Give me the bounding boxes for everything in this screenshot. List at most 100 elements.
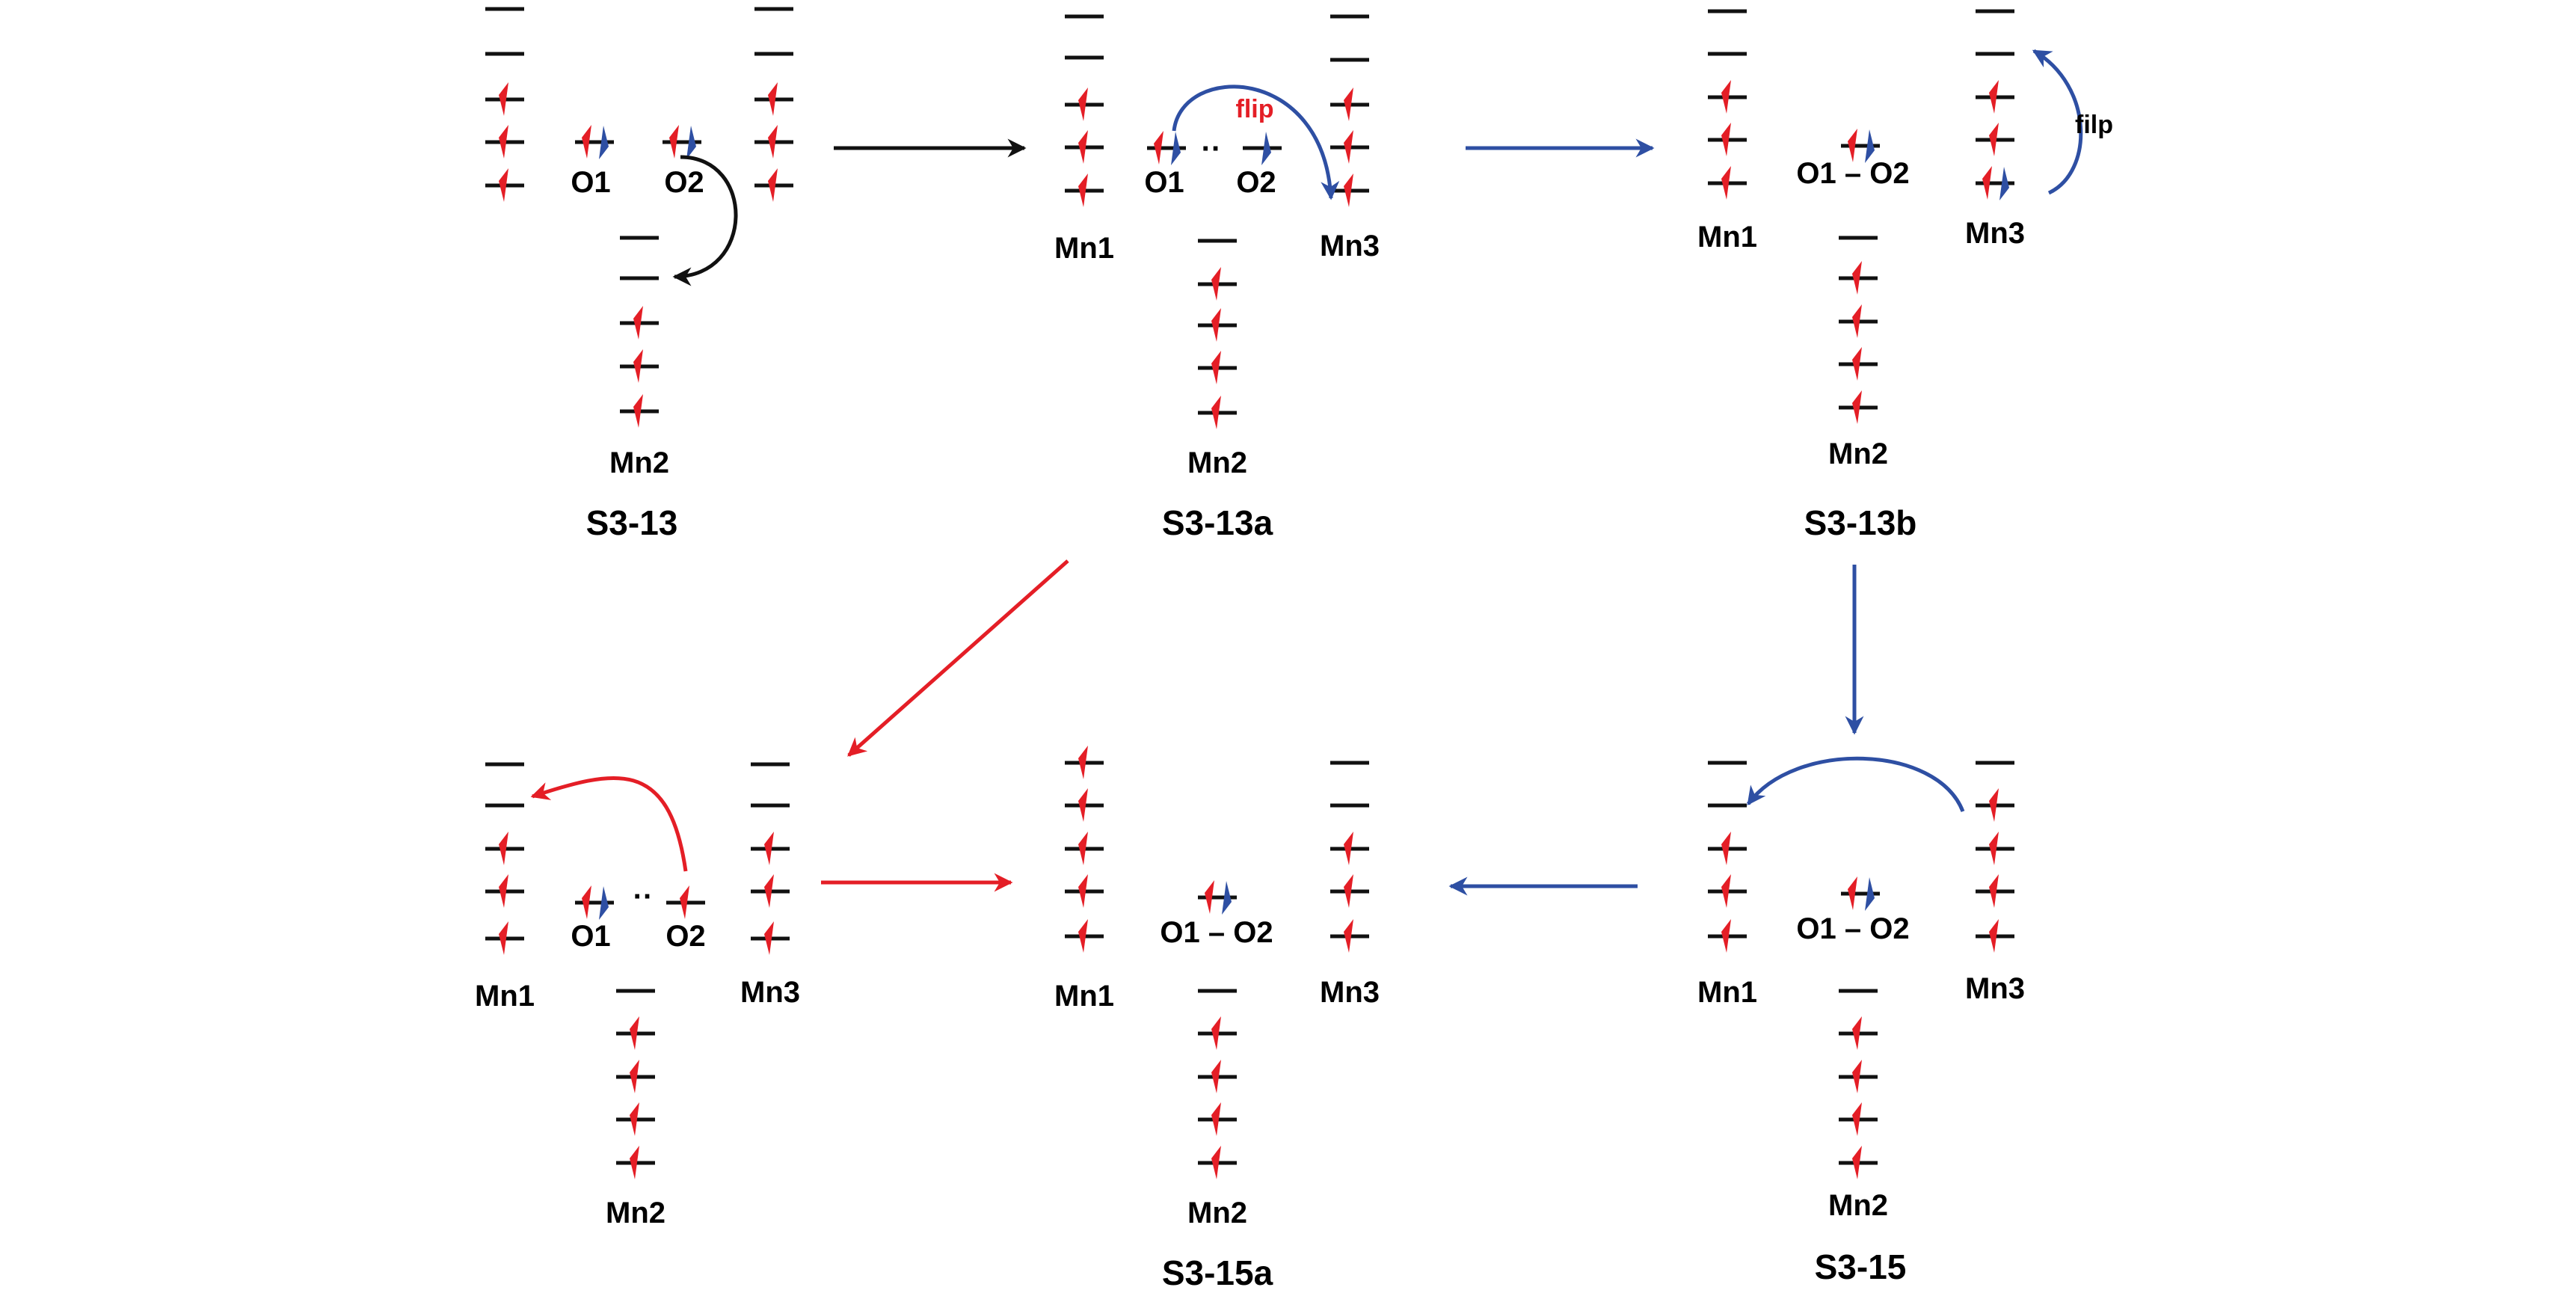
mn3-label: Mn3 [1320,976,1380,1009]
s3-15a-mn3-spin-up [1344,919,1353,953]
mid-mn1-spin-up [499,832,508,865]
s3-13b-mn2-spin-up [1852,390,1862,424]
s3-15a-mn1-spin-up [1078,919,1088,953]
o1-o2-bond-label: O1 – O2 [1796,912,1909,945]
s3-13-mn3-spin-up [768,125,778,159]
state-title: S3-13b [1804,503,1917,542]
mid-mn1-spin-up [499,874,508,908]
s3-13-mn1-spin-up [499,125,508,159]
s3-15a-mn1-spin-up [1078,746,1088,779]
mn2-label: Mn2 [609,446,669,479]
arrow-s3-13a-to-lower-left [847,559,1069,757]
electron-transfer-arrows [530,49,2083,872]
s3-15a-mn3-spin-up [1344,874,1353,908]
state-s3-13: O1 O2 Mn2 S3-13 [571,166,704,542]
s3-13a-o2-spin-down [1261,132,1271,165]
s3-15-o1o2-spin-up [1848,876,1857,910]
s3-15-mn2-spin-up [1852,1102,1862,1136]
s3-15a-o1o2-spin-down [1222,881,1232,915]
curved-arrow-flip-o2-to-mn3 [1172,85,1340,200]
s3-13-o2-spin-down [686,126,696,159]
s3-13a-mn1-spin-up [1078,174,1088,207]
state-title: S3-15a [1162,1253,1273,1292]
o1-label: O1 [571,166,610,199]
s3-15-mn3-spin-up [1989,832,1999,865]
reaction-arrows [821,138,1864,896]
mid-o1-spin-down [599,886,609,920]
mn1-label: Mn1 [1697,976,1757,1009]
flip-label: flip [1236,95,1274,123]
curved-arrow-mn3-to-mn1 [1746,756,1965,812]
mn3-label: Mn3 [1965,972,2025,1005]
s3-13b-mn3-spin-up [1989,123,1999,156]
s3-13-o1-spin-up [582,125,591,159]
s3-13-mn3-spin-up [768,82,778,116]
mn2-label: Mn2 [1828,1189,1888,1222]
mn2-label: Mn2 [1828,437,1888,470]
radical-dots-s3-13a: ·· [1202,132,1222,165]
mn3-label: Mn3 [1320,230,1380,262]
mn2-label: Mn2 [1187,1197,1247,1229]
o2-label: O2 [664,166,704,199]
s3-15-mn3-spin-up [1989,788,1999,822]
s3-13b-mn2-spin-up [1852,304,1862,338]
s3-15-mn1-spin-up [1721,919,1731,953]
s3-15a-mn1-spin-up [1078,832,1088,865]
mid-mn3-spin-up [764,832,774,865]
electron-spins [499,80,2009,1179]
radical-dots: ·· ·· [633,132,1222,913]
s3-13-o2-spin-up [669,125,679,159]
s3-13-mn2-spin-up [633,349,643,383]
state-s3-13a: O1 O2 Mn1 Mn3 Mn2 S3-13a [1054,166,1380,542]
s3-13b-mn1-spin-up [1721,80,1731,114]
s3-13b-mn3-spin-up [1989,80,1999,114]
mn3-label: Mn3 [740,976,800,1009]
s3-13b-o1o2-spin-up [1848,129,1857,162]
s3-15a-mn1-spin-up [1078,788,1088,822]
mid-mn1-spin-up [499,921,508,955]
s3-13a-mn2-spin-up [1211,308,1221,342]
o2-label: O2 [1236,166,1276,199]
s3-13b-mn2-spin-up [1852,261,1862,295]
s3-15-mn2-spin-up [1852,1016,1862,1050]
mid-mn2-spin-up [630,1102,639,1136]
mn2-label: Mn2 [606,1197,665,1229]
s3-13b-mn3-spin-down [1999,167,2009,200]
state-title: S3-13 [586,503,678,542]
s3-15a-mn3-spin-up [1344,832,1353,865]
s3-15a-mn1-spin-up [1078,874,1088,908]
mid-mn2-spin-up [630,1146,639,1179]
mn3-label: Mn3 [1965,217,2025,250]
state-s3-13b: O1 – O2 Mn1 Mn3 Mn2 S3-13b [1697,157,2025,542]
curved-arrow-filp-mn3 [2032,49,2083,195]
s3-15-o1o2-spin-down [1865,877,1875,911]
s3-13b-mn1-spin-up [1721,123,1731,156]
curved-arrow-o2-to-mn2 [672,155,738,286]
s3-15a-o1o2-spin-up [1205,880,1214,914]
s3-15-mn1-spin-up [1721,874,1731,908]
radical-dots-lower-left: ·· [633,880,654,913]
s3-13a-mn1-spin-up [1078,87,1088,121]
mn1-label: Mn1 [1054,980,1114,1013]
s3-13-o1-spin-down [599,126,609,159]
s3-13-mn2-spin-up [633,394,643,428]
s3-15-mn3-spin-up [1989,919,1999,953]
mid-o1-spin-up [582,885,591,919]
state-title: S3-15 [1815,1247,1907,1286]
s3-15a-mn2-spin-up [1211,1102,1221,1136]
s3-15-mn2-spin-up [1852,1060,1862,1093]
curved-arrow-o2-to-mn1 [530,776,688,872]
s3-13a-mn2-spin-up [1211,396,1221,429]
o2-label: O2 [665,920,705,953]
s3-13a-mn2-spin-up [1211,351,1221,384]
mn1-label: Mn1 [475,980,535,1013]
filp-label: filp [2075,111,2113,139]
s3-13-mn2-spin-up [633,306,643,340]
s3-13a-mn2-spin-up [1211,267,1221,301]
o1-label: O1 [1144,166,1184,199]
s3-15a-mn2-spin-up [1211,1016,1221,1050]
state-s3-15a: O1 – O2 Mn1 Mn3 Mn2 S3-15a [1054,916,1380,1292]
s3-13a-mn3-spin-up [1344,87,1353,121]
o1-label: O1 [571,920,610,953]
